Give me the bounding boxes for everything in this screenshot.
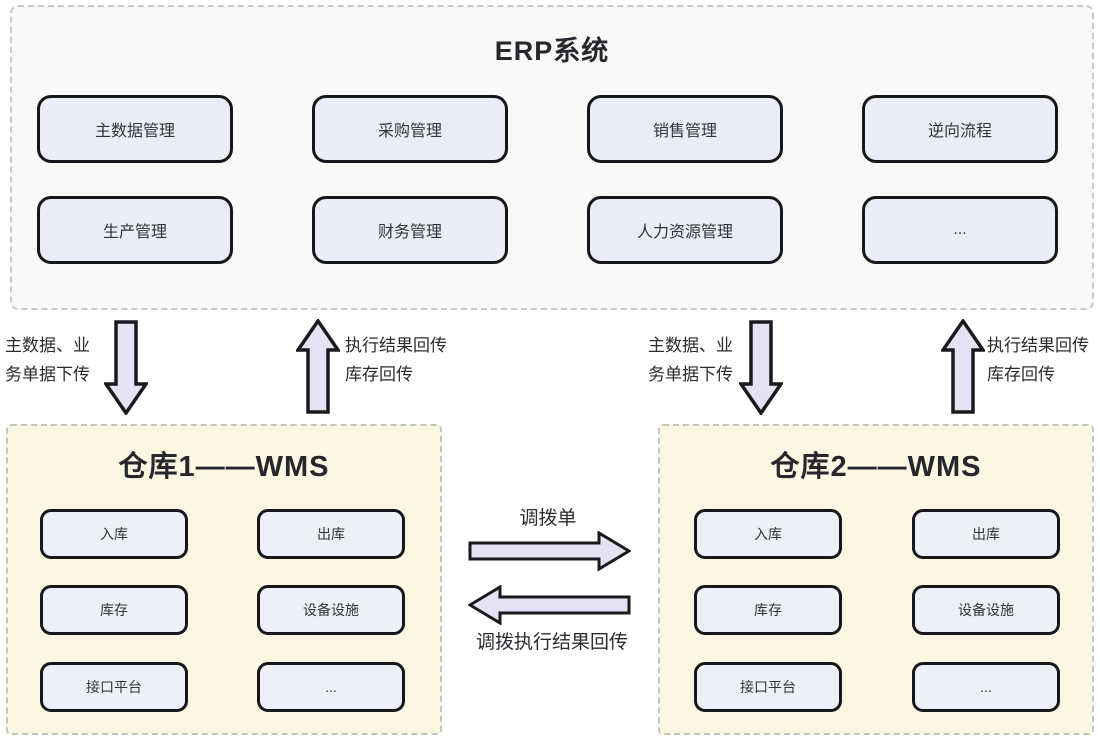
wms2-module-more: ...	[912, 662, 1060, 712]
left-arrow-icon	[468, 585, 631, 625]
warehouse2-title: 仓库2——WMS	[770, 451, 982, 483]
wms2-module-inbound: 入库	[694, 509, 842, 559]
erp-module-more: ...	[862, 196, 1058, 264]
wms2-module-inventory: 库存	[694, 585, 842, 635]
download-label-left: 主数据、业 务单据下传	[5, 336, 90, 384]
erp-module-master-data: 主数据管理	[37, 95, 233, 163]
erp-module-hr: 人力资源管理	[587, 196, 783, 264]
warehouse1-title: 仓库1——WMS	[118, 451, 330, 483]
wms2-module-equipment: 设备设施	[912, 585, 1060, 635]
wms2-module-interface-platform: 接口平台	[694, 662, 842, 712]
erp-module-purchasing: 采购管理	[312, 95, 508, 163]
down-arrow-icon	[739, 320, 783, 415]
erp-module-production: 生产管理	[37, 196, 233, 264]
warehouse1-wms-container: 仓库1——WMS 入库 出库 库存 设备设施 接口平台 ...	[6, 424, 442, 735]
wms1-module-inventory: 库存	[40, 585, 188, 635]
up-arrow-icon	[941, 319, 985, 414]
warehouse2-wms-container: 仓库2——WMS 入库 出库 库存 设备设施 接口平台 ...	[658, 424, 1094, 735]
down-arrow-icon	[104, 320, 148, 415]
erp-module-finance: 财务管理	[312, 196, 508, 264]
wms1-module-interface-platform: 接口平台	[40, 662, 188, 712]
wms2-module-outbound: 出库	[912, 509, 1060, 559]
upload-label-left: 执行结果回传 库存回传	[345, 336, 447, 384]
wms1-module-equipment: 设备设施	[257, 585, 405, 635]
transfer-order-label: 调拨单	[519, 508, 577, 529]
right-arrow-icon	[468, 531, 631, 571]
wms1-module-more: ...	[257, 662, 405, 712]
erp-system-title: ERP系统	[494, 36, 610, 66]
wms1-module-inbound: 入库	[40, 509, 188, 559]
erp-module-sales: 销售管理	[587, 95, 783, 163]
transfer-result-label: 调拨执行结果回传	[475, 632, 628, 653]
upload-label-right: 执行结果回传 库存回传	[987, 336, 1089, 384]
wms1-module-outbound: 出库	[257, 509, 405, 559]
up-arrow-icon	[296, 319, 340, 414]
download-label-right: 主数据、业 务单据下传	[648, 336, 733, 384]
erp-module-reverse-process: 逆向流程	[862, 95, 1058, 163]
